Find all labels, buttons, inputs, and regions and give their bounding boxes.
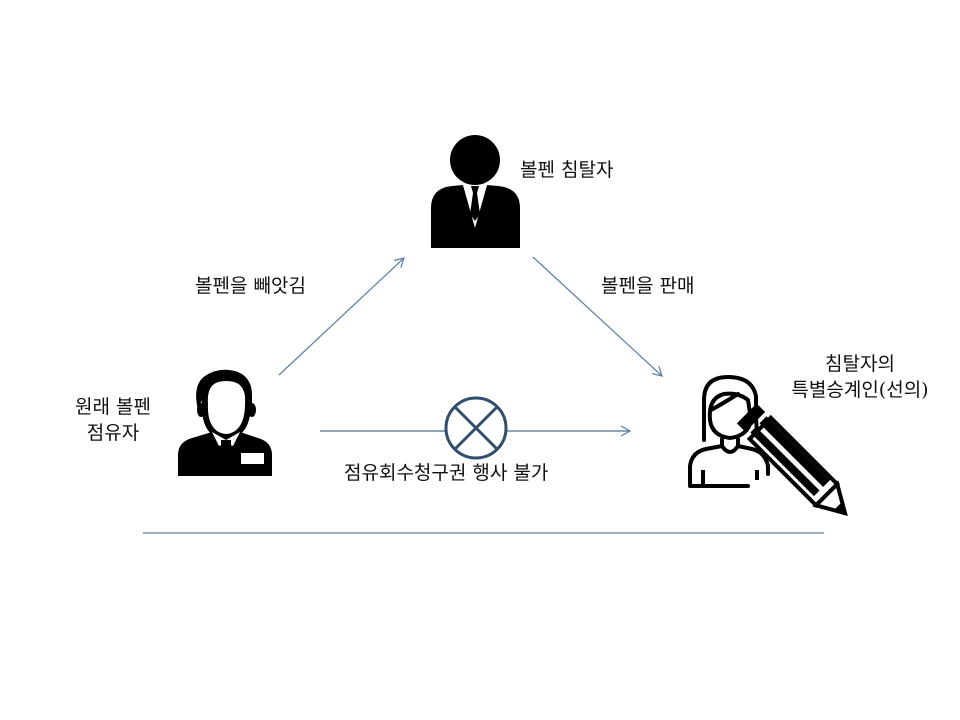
original-possessor-label: 원래 볼펜 점유자 bbox=[58, 394, 168, 446]
original-possessor-line2: 점유자 bbox=[86, 422, 140, 444]
businessman-icon bbox=[431, 135, 520, 248]
successor-label: 침탈자의 특별승계인(선의) bbox=[770, 351, 950, 403]
arrow-taken bbox=[278, 257, 405, 376]
taken-edge-label: 볼펜을 빼앗김 bbox=[195, 275, 306, 297]
sold-edge-label: 볼펜을 판매 bbox=[601, 275, 695, 297]
original-possessor-line1: 원래 볼펜 bbox=[75, 396, 151, 418]
successor-line2: 특별승계인(선의) bbox=[791, 379, 929, 401]
thief-label: 볼펜 침탈자 bbox=[520, 159, 614, 181]
woman-with-pencil-icon bbox=[688, 374, 848, 516]
cross-circle-icon bbox=[444, 396, 508, 460]
arrow-sold bbox=[532, 256, 663, 377]
claim-edge-label: 점유회수청구권 행사 불가 bbox=[344, 462, 549, 484]
successor-line1: 침탈자의 bbox=[825, 353, 895, 375]
employee-badge-icon bbox=[178, 369, 272, 476]
